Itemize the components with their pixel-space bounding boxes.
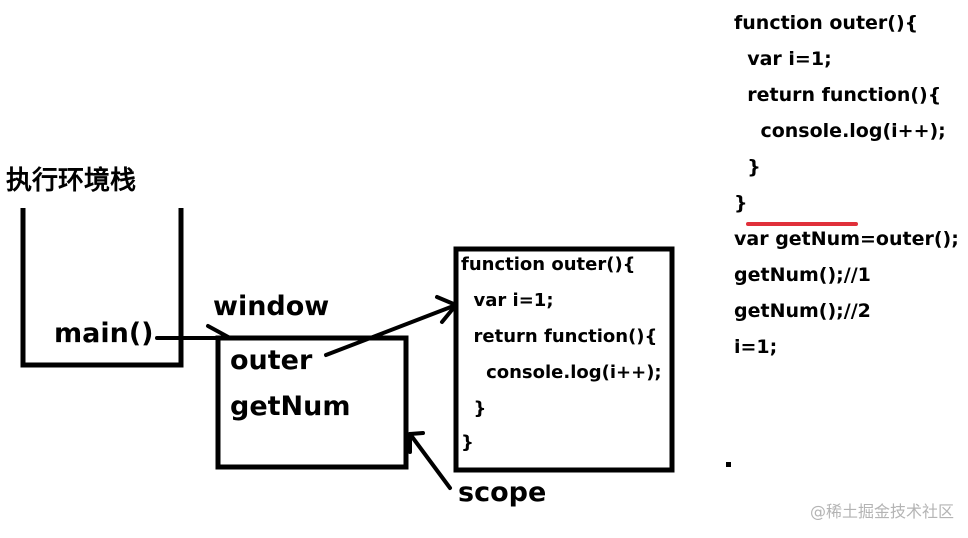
code-listing-line: i=1; — [734, 336, 778, 358]
code-listing-line: return function(){ — [734, 84, 942, 106]
code-listing-line: console.log(i++); — [734, 120, 946, 142]
function-box-line: } — [461, 432, 474, 453]
window-label: window — [213, 291, 330, 322]
function-box-line: var i=1; — [461, 290, 554, 311]
arrow-main-to-window — [155, 324, 232, 340]
arrow-scope-to-window — [408, 431, 452, 490]
watermark: @稀土掘金技术社区 — [809, 502, 954, 521]
function-box — [453, 246, 675, 473]
stack-entry-main: main() — [54, 318, 154, 349]
stack-title: 执行环境栈 — [6, 166, 137, 196]
code-listing-line: var getNum=outer(); — [734, 228, 959, 250]
code-listing-line: getNum();//1 — [734, 264, 871, 286]
code-listing-line: } — [734, 192, 748, 214]
code-listing-line: var i=1; — [734, 48, 832, 70]
code-listing-line: } — [734, 156, 761, 178]
function-box-line: } — [461, 398, 487, 419]
stray-dot — [726, 462, 731, 467]
window-var-getnum: getNum — [230, 391, 351, 422]
function-box-line: console.log(i++); — [461, 362, 662, 383]
stack-container — [20, 208, 184, 368]
code-listing-line: getNum();//2 — [734, 300, 871, 322]
code-listing-line: function outer(){ — [734, 12, 919, 34]
arrow-outer-to-function — [324, 295, 458, 357]
scope-label: scope — [458, 477, 547, 508]
window-scope-box — [215, 335, 409, 470]
function-box-line: return function(){ — [461, 326, 658, 347]
function-box-line: function outer(){ — [461, 254, 636, 275]
window-var-outer: outer — [230, 345, 313, 376]
